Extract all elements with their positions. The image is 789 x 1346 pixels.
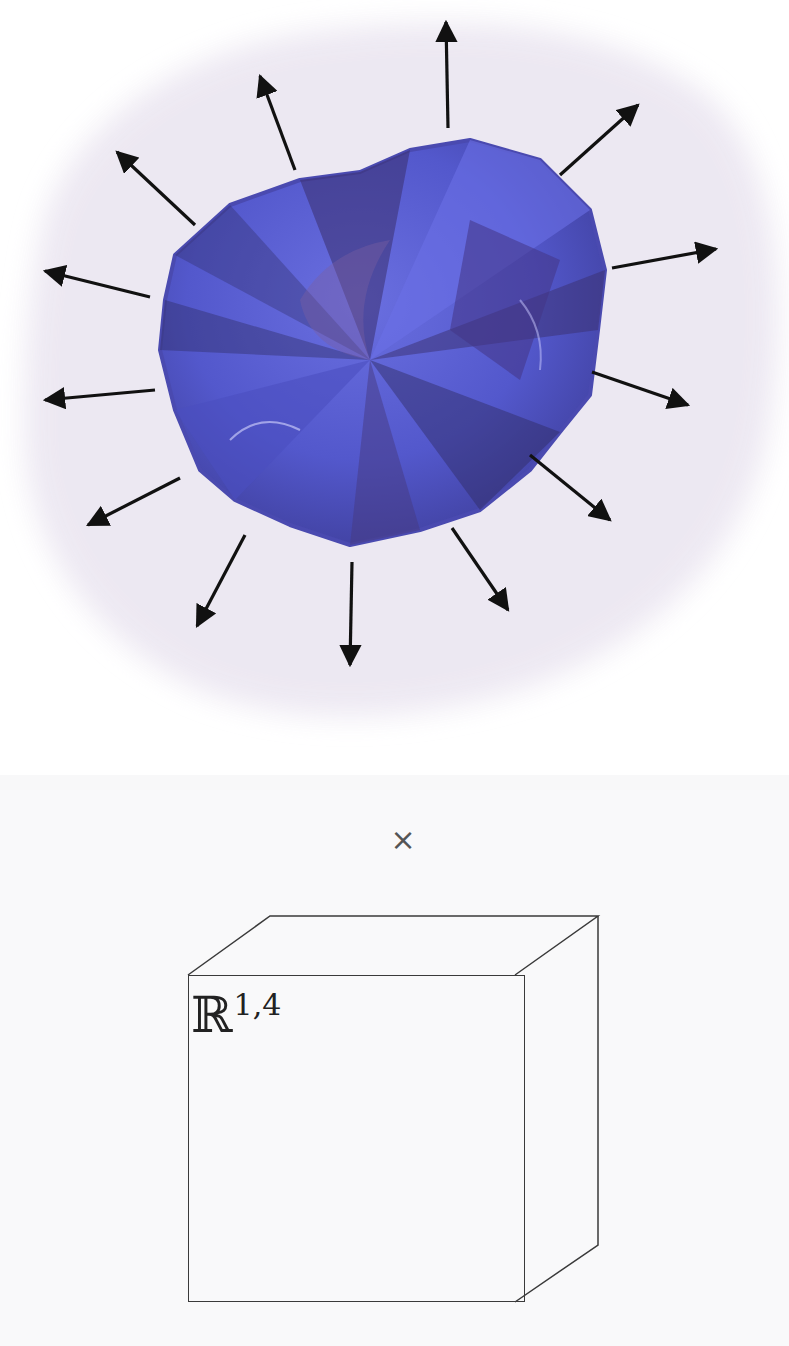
product-sign: ×	[390, 825, 415, 855]
space-box: ℝ1,4	[188, 975, 525, 1302]
compact-manifold	[160, 140, 605, 545]
upper-panel	[0, 0, 789, 775]
signature-superscript: 1,4	[234, 987, 282, 1022]
expansion-arrows	[45, 22, 716, 665]
cube-faces	[188, 916, 598, 1302]
lower-panel	[0, 790, 789, 1346]
space-symbol: ℝ	[191, 986, 233, 1044]
node-text-group: ℝ1,4	[189, 976, 524, 1040]
halo	[25, 23, 779, 716]
